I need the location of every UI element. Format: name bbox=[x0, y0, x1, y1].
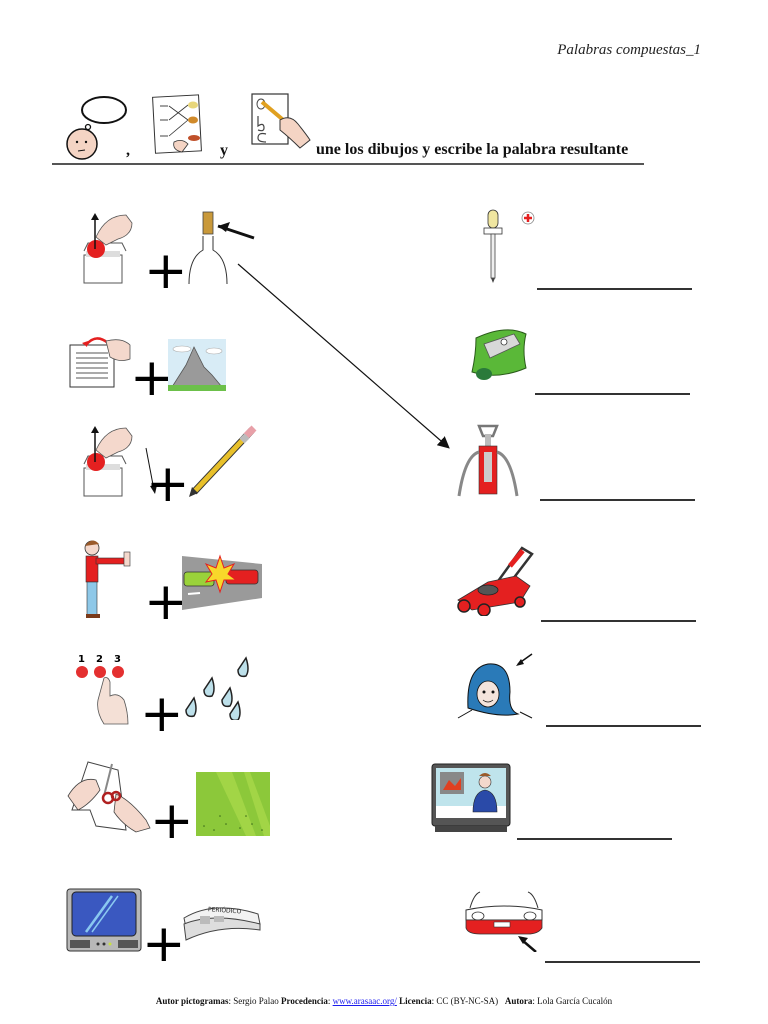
plus-sign: + bbox=[142, 914, 186, 974]
plus-sign: + bbox=[146, 454, 190, 514]
arasaac-link[interactable]: www.arasaac.org/ bbox=[332, 996, 397, 1006]
answer-line-3[interactable] bbox=[540, 499, 695, 501]
svg-text:1: 1 bbox=[78, 654, 85, 665]
plus-sign: + bbox=[140, 684, 184, 744]
answer-line-5[interactable] bbox=[546, 725, 701, 727]
svg-text:2: 2 bbox=[96, 654, 103, 665]
credits-footer: Autor pictogramas: Sergio Palao Proceden… bbox=[0, 996, 768, 1006]
corcho-bottle-icon bbox=[186, 210, 258, 286]
pictos-author: : Sergio Palao bbox=[228, 996, 282, 1006]
parar-icon bbox=[80, 538, 142, 620]
periodico-icon: PERIÓDICO bbox=[180, 898, 262, 942]
sacar-icon bbox=[78, 420, 134, 500]
cuenta-icon: 1 2 3 bbox=[70, 652, 136, 726]
tele-icon bbox=[66, 888, 142, 954]
down-arrow-icon bbox=[142, 446, 162, 496]
svg-text:3: 3 bbox=[114, 654, 121, 665]
cortar-icon bbox=[64, 756, 156, 836]
author-value: : Lola García Cucalón bbox=[532, 996, 613, 1006]
pictos-label: Autor pictogramas bbox=[155, 996, 229, 1006]
plus-sign: + bbox=[144, 241, 188, 301]
match-drawings-icon bbox=[150, 94, 206, 156]
lawnmower-icon bbox=[454, 544, 536, 616]
answer-line-4[interactable] bbox=[541, 620, 696, 622]
car-bumper-icon bbox=[464, 890, 544, 952]
license-value: : CC (BY-NC-SA) bbox=[431, 996, 505, 1006]
source-label: Procedencia bbox=[281, 996, 328, 1006]
monte-icon bbox=[168, 339, 226, 391]
choque-icon bbox=[180, 546, 264, 610]
source-sep: : bbox=[327, 996, 333, 1006]
document-title: Palabras compuestas_1 bbox=[557, 42, 701, 58]
sharpener-icon bbox=[462, 318, 534, 390]
dropper-icon bbox=[480, 208, 540, 284]
header-divider bbox=[52, 163, 644, 165]
instruction-comma: , bbox=[126, 142, 130, 159]
write-icon bbox=[246, 90, 312, 156]
license-label: Licencia bbox=[396, 996, 432, 1006]
svg-text:PERIÓDICO: PERIÓDICO bbox=[208, 906, 242, 915]
answer-line-1[interactable] bbox=[537, 288, 692, 290]
balaclava-icon bbox=[456, 650, 536, 722]
plus-sign: + bbox=[150, 791, 194, 851]
corkscrew-icon bbox=[455, 422, 521, 498]
think-icon bbox=[64, 94, 128, 166]
answer-line-7[interactable] bbox=[545, 961, 700, 963]
plus-sign: + bbox=[130, 348, 174, 408]
gotas-icon bbox=[180, 654, 254, 720]
pencil-icon bbox=[186, 422, 260, 498]
news-broadcast-icon bbox=[431, 762, 511, 834]
answer-line-2[interactable] bbox=[535, 393, 690, 395]
instruction-text: une los dibujos y escribe la palabra res… bbox=[316, 141, 629, 158]
answer-line-6[interactable] bbox=[517, 838, 672, 840]
instruction-conjunction: y bbox=[220, 142, 228, 159]
sacar-icon bbox=[78, 207, 134, 287]
pasar-pagina-icon bbox=[66, 335, 134, 393]
plus-sign: + bbox=[144, 572, 188, 632]
author-label: Autora bbox=[504, 996, 533, 1006]
cesped-icon bbox=[196, 768, 270, 836]
